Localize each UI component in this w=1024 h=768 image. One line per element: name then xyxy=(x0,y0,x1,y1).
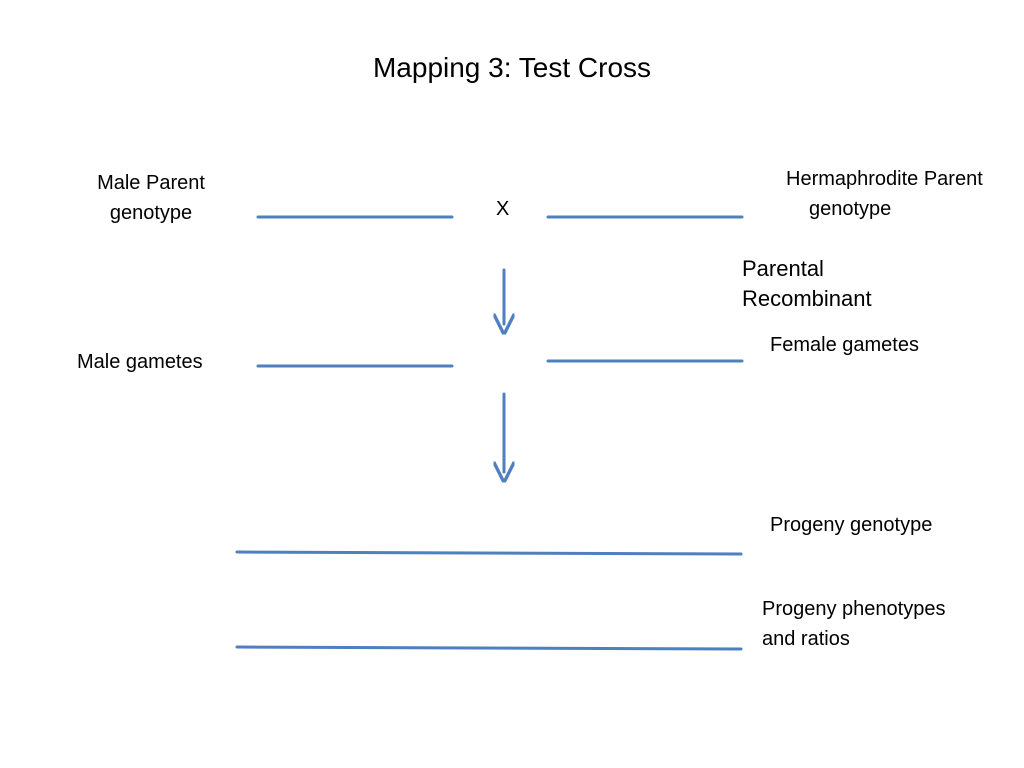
male-parent-label: Male Parent genotype xyxy=(72,168,230,228)
recombinant-label: Recombinant xyxy=(742,286,872,311)
male-parent-label-line1: Male Parent xyxy=(97,172,205,194)
hermaphrodite-parent-label-line1: Hermaphrodite Parent xyxy=(786,168,983,190)
hermaphrodite-parent-label-line2: genotype xyxy=(809,198,892,220)
progeny-phenotypes-blank xyxy=(235,645,743,651)
progeny-phenotypes-label-line2: and ratios xyxy=(762,628,850,650)
male-parent-label-line2: genotype xyxy=(109,202,193,224)
hermaphrodite-parent-label: Hermaphrodite Parent genotype xyxy=(786,164,983,224)
female-gametes-label: Female gametes xyxy=(770,334,919,356)
male-gametes-label: Male gametes xyxy=(77,351,203,373)
cross-symbol: X xyxy=(496,198,510,220)
slide-title: Mapping 3: Test Cross xyxy=(372,52,652,83)
progeny-genotype-label: Progeny genotype xyxy=(770,514,933,536)
progeny-genotype-blank xyxy=(235,550,743,556)
parental-recombinant-label: Parental Recombinant xyxy=(742,254,872,314)
parental-label: Parental xyxy=(742,256,824,281)
progeny-phenotypes-label: Progeny phenotypes and ratios xyxy=(762,594,945,654)
progeny-phenotypes-label-line1: Progeny phenotypes xyxy=(762,598,946,620)
